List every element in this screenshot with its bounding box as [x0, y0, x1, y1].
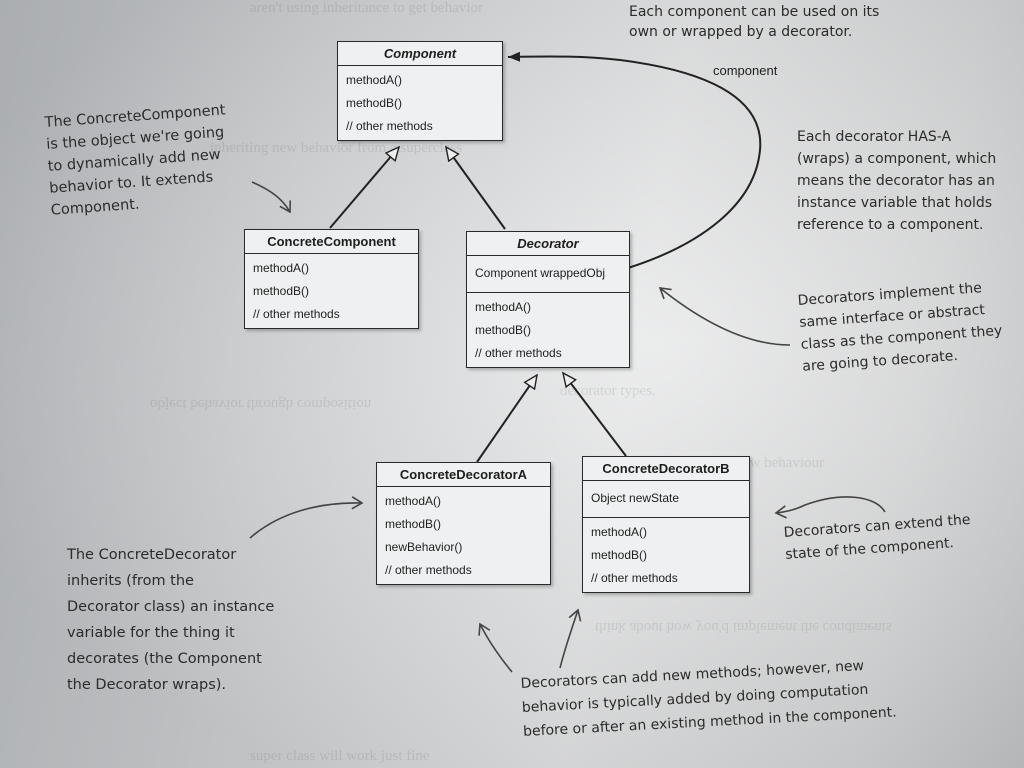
- class-name: ConcreteComponent: [245, 230, 418, 254]
- method-item: methodA(): [346, 73, 403, 87]
- field-item: Object newState: [591, 491, 680, 505]
- annotation-line: inherits (from the: [67, 573, 194, 589]
- annotation-line: variable for the thing it: [67, 625, 235, 641]
- annotation-top: Each component can be used on its own or…: [629, 2, 879, 42]
- annotation-has-a: Each decorator HAS-A (wraps) a component…: [797, 126, 996, 236]
- inherit-decoratorb-to-decorator: [563, 373, 627, 457]
- inherit-concretecomponent-to-component: [329, 147, 399, 229]
- method-item: methodA(): [475, 300, 532, 314]
- annotation-implement: Decorators implement the same interface …: [797, 276, 1005, 378]
- method-item: newBehavior(): [385, 540, 463, 554]
- class-concrete-decorator-a: ConcreteDecoratorA methodA() methodB() n…: [376, 462, 551, 585]
- method-item: // other methods: [253, 307, 340, 321]
- method-item: // other methods: [475, 346, 562, 360]
- method-list: methodA() methodB() // other methods: [245, 254, 418, 328]
- class-name: Component: [338, 42, 502, 66]
- inherit-decoratora-to-decorator: [476, 375, 537, 463]
- annotation-line: means the decorator has an: [797, 173, 995, 189]
- annotation-line: instance variable that holds: [797, 195, 993, 211]
- method-item: // other methods: [385, 563, 472, 577]
- annotation-line: decorates (the Component: [67, 651, 262, 667]
- pointer-arrow-new-methods-b: [559, 608, 582, 669]
- method-item: // other methods: [346, 119, 433, 133]
- ghost-text: aren't using inheritance to get behavior: [250, 0, 484, 16]
- method-item: methodB(): [253, 284, 310, 298]
- pointer-arrow-implement: [658, 287, 791, 346]
- class-name: ConcreteDecoratorB: [583, 457, 749, 481]
- ghost-text: decorator types.: [560, 383, 656, 399]
- annotation-concrete-component: The ConcreteComponent is the object we'r…: [44, 99, 232, 221]
- annotation-line: The ConcreteDecorator: [67, 547, 237, 563]
- method-item: methodB(): [385, 517, 442, 531]
- annotation-line: (wraps) a component, which: [797, 151, 997, 167]
- pointer-arrow-concretedecorator: [249, 496, 364, 539]
- method-list: methodA() methodB() // other methods: [583, 518, 749, 592]
- method-list: methodA() methodB() // other methods: [467, 293, 629, 367]
- class-component: Component methodA() methodB() // other m…: [337, 41, 503, 141]
- class-concrete-component: ConcreteComponent methodA() methodB() //…: [244, 229, 419, 329]
- field-list: Object newState: [583, 481, 749, 518]
- method-item: methodB(): [475, 323, 532, 337]
- method-item: // other methods: [591, 571, 678, 585]
- method-list: methodA() methodB() // other methods: [338, 66, 502, 140]
- edge-label-component: component: [713, 63, 778, 78]
- annotation-line: own or wrapped by a decorator.: [629, 24, 853, 40]
- pointer-arrow-new-methods-a: [478, 622, 513, 673]
- inherit-decorator-to-component: [446, 147, 506, 230]
- method-item: methodB(): [591, 548, 648, 562]
- ghost-text: super class will work just fine: [250, 748, 430, 764]
- pointer-arrow-concretecomponent: [251, 181, 292, 214]
- annotation-line: Each component can be used on its: [629, 4, 880, 20]
- class-concrete-decorator-b: ConcreteDecoratorB Object newState metho…: [582, 456, 750, 593]
- method-item: methodA(): [253, 261, 310, 275]
- method-list: methodA() methodB() newBehavior() // oth…: [377, 487, 550, 584]
- method-item: methodB(): [346, 96, 403, 110]
- annotation-line: the Decorator wraps).: [67, 677, 227, 693]
- annotation-concrete-decorator: The ConcreteDecorator inherits (from the…: [67, 542, 274, 698]
- pointer-arrow-extend-state: [774, 496, 886, 519]
- annotation-line: reference to a component.: [797, 217, 984, 233]
- class-name: Decorator: [467, 232, 629, 256]
- class-name: ConcreteDecoratorA: [377, 463, 550, 487]
- annotation-line: Decorator class) an instance: [67, 599, 275, 615]
- has-a-arc: [507, 51, 762, 269]
- field-list: Component wrappedObj: [467, 256, 629, 293]
- field-item: Component wrappedObj: [475, 266, 606, 280]
- method-item: methodA(): [385, 494, 442, 508]
- method-item: methodA(): [591, 525, 648, 539]
- class-decorator: Decorator Component wrappedObj methodA()…: [466, 231, 630, 368]
- annotation-line: Each decorator HAS-A: [797, 129, 952, 145]
